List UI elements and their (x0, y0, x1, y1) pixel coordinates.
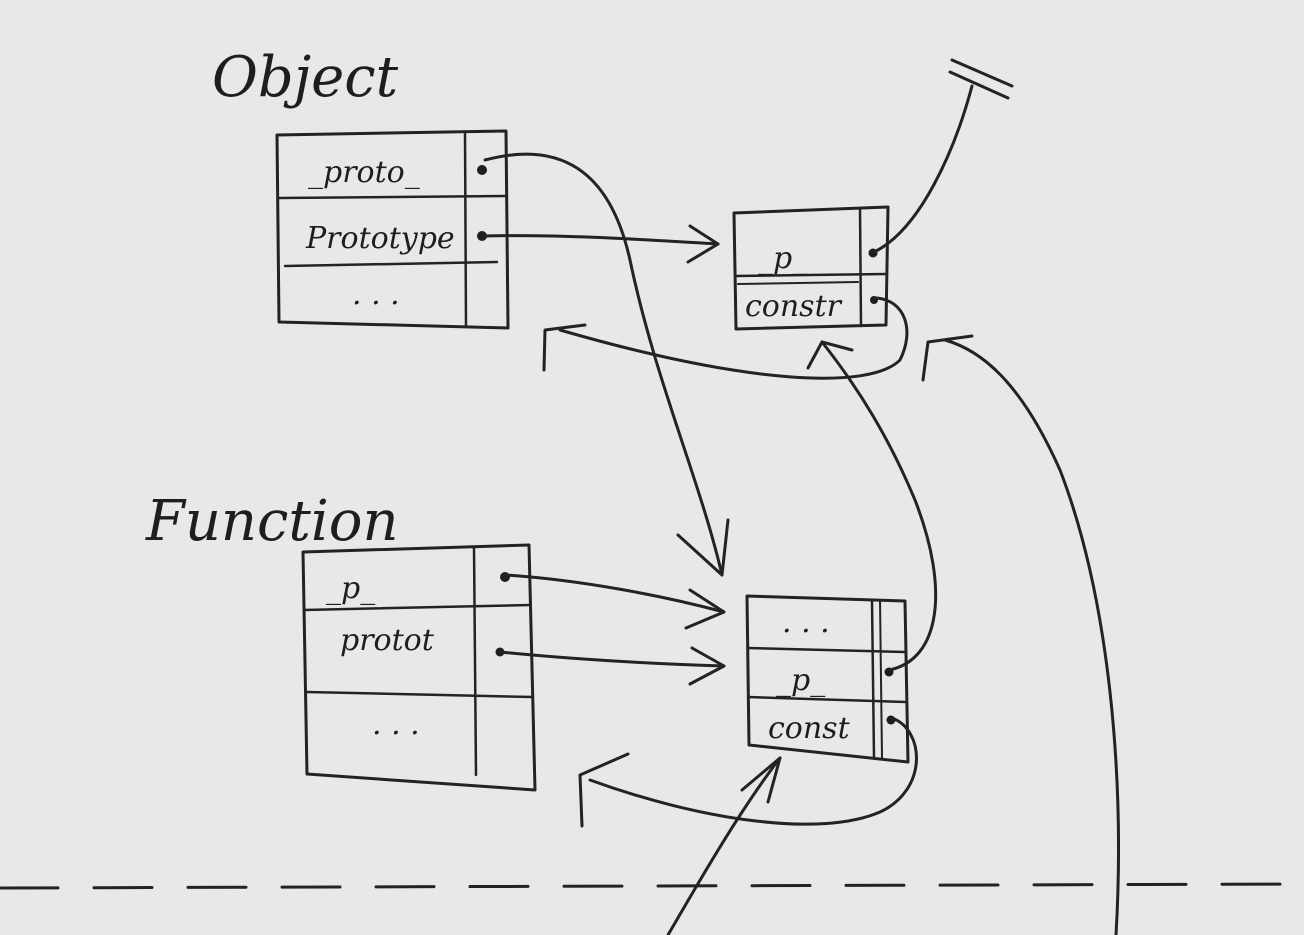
object-prototype-row-p: _p_ (758, 241, 807, 276)
arrow-function-protot-to-function-prototype (498, 650, 726, 668)
arrow-object-prototype-p-to-null (872, 84, 974, 254)
object-prototype-pointer-dot (477, 231, 487, 241)
function-prototype-box: . . . _p_ const (745, 594, 910, 764)
function-row-protot: protot (340, 623, 435, 658)
arrow-function-protot-head (688, 646, 726, 686)
object-row-ellipsis: . . . (352, 277, 400, 312)
arrow-function-constructor-to-function (588, 716, 918, 826)
arrow-function-prototype-p-head (806, 340, 854, 370)
object-box-divider (463, 132, 468, 328)
arrow-object-prototype-head (686, 224, 720, 264)
function-row-p: _p_ (326, 571, 375, 606)
object-box-outline (275, 129, 510, 330)
function-prototype-box-divider (870, 598, 876, 760)
arrow-function-p-head (684, 588, 726, 630)
arrow-function-p-to-function-prototype (504, 573, 726, 614)
function-prototype-row-const: const (768, 711, 851, 746)
function-box-outline (301, 543, 537, 792)
dashed-separator (0, 882, 1304, 890)
object-box: _proto_ Prototype . . . (275, 129, 510, 330)
object-row-proto: _proto_ (308, 155, 420, 190)
object-proto-pointer-dot (477, 165, 487, 175)
arrow-incoming-head (740, 756, 782, 804)
function-row-separator-2 (305, 690, 534, 699)
arrow-long-to-object-prototype (943, 338, 1120, 935)
function-box-divider (472, 546, 478, 777)
arrow-object-proto-to-function-prototype (483, 152, 724, 577)
function-box: _p_ protot . . . (301, 543, 537, 792)
function-prototype-box-divider-2 (879, 599, 883, 759)
function-prototype-row-separator-1 (746, 646, 907, 654)
function-prototype-row-ellipsis: . . . (782, 605, 830, 640)
object-prototype-box-divider (858, 207, 863, 328)
function-row-separator-1 (302, 603, 532, 612)
object-row-separator-2 (283, 260, 499, 268)
arrow-object-constructor-head (542, 323, 587, 372)
function-row-ellipsis: . . . (372, 707, 420, 742)
null-symbol (948, 58, 1014, 100)
null-symbol-line-2 (948, 70, 1010, 100)
function-prototype-box-outline (745, 594, 910, 764)
null-symbol-line-1 (950, 58, 1014, 88)
object-prototype-row-constr: constr (745, 289, 843, 324)
arrow-function-prototype-p-to-object-prototype (820, 340, 938, 672)
arrow-object-constructor-to-object (558, 296, 909, 380)
object-row-prototype: Prototype (305, 221, 455, 256)
arrow-long-head (921, 334, 974, 382)
object-prototype-box-outline (732, 205, 890, 331)
object-prototype-box: _p_ constr (732, 205, 890, 331)
object-prototype-row-separator (734, 272, 888, 278)
arrow-function-constructor-head (578, 752, 630, 828)
object-prototype-row-separator-2 (737, 281, 859, 285)
arrow-incoming-to-function-prototype (666, 756, 782, 935)
object-title: Object (212, 45, 399, 110)
function-title: Function (145, 489, 399, 554)
function-prototype-row-separator-2 (746, 695, 908, 704)
arrow-object-proto-head (676, 518, 730, 577)
function-prototype-row-p: _p_ (776, 663, 825, 698)
arrow-object-prototype-to-object-prototype-box (482, 234, 720, 246)
function-p-pointer-dot (500, 572, 510, 582)
object-row-separator-1 (277, 194, 507, 200)
